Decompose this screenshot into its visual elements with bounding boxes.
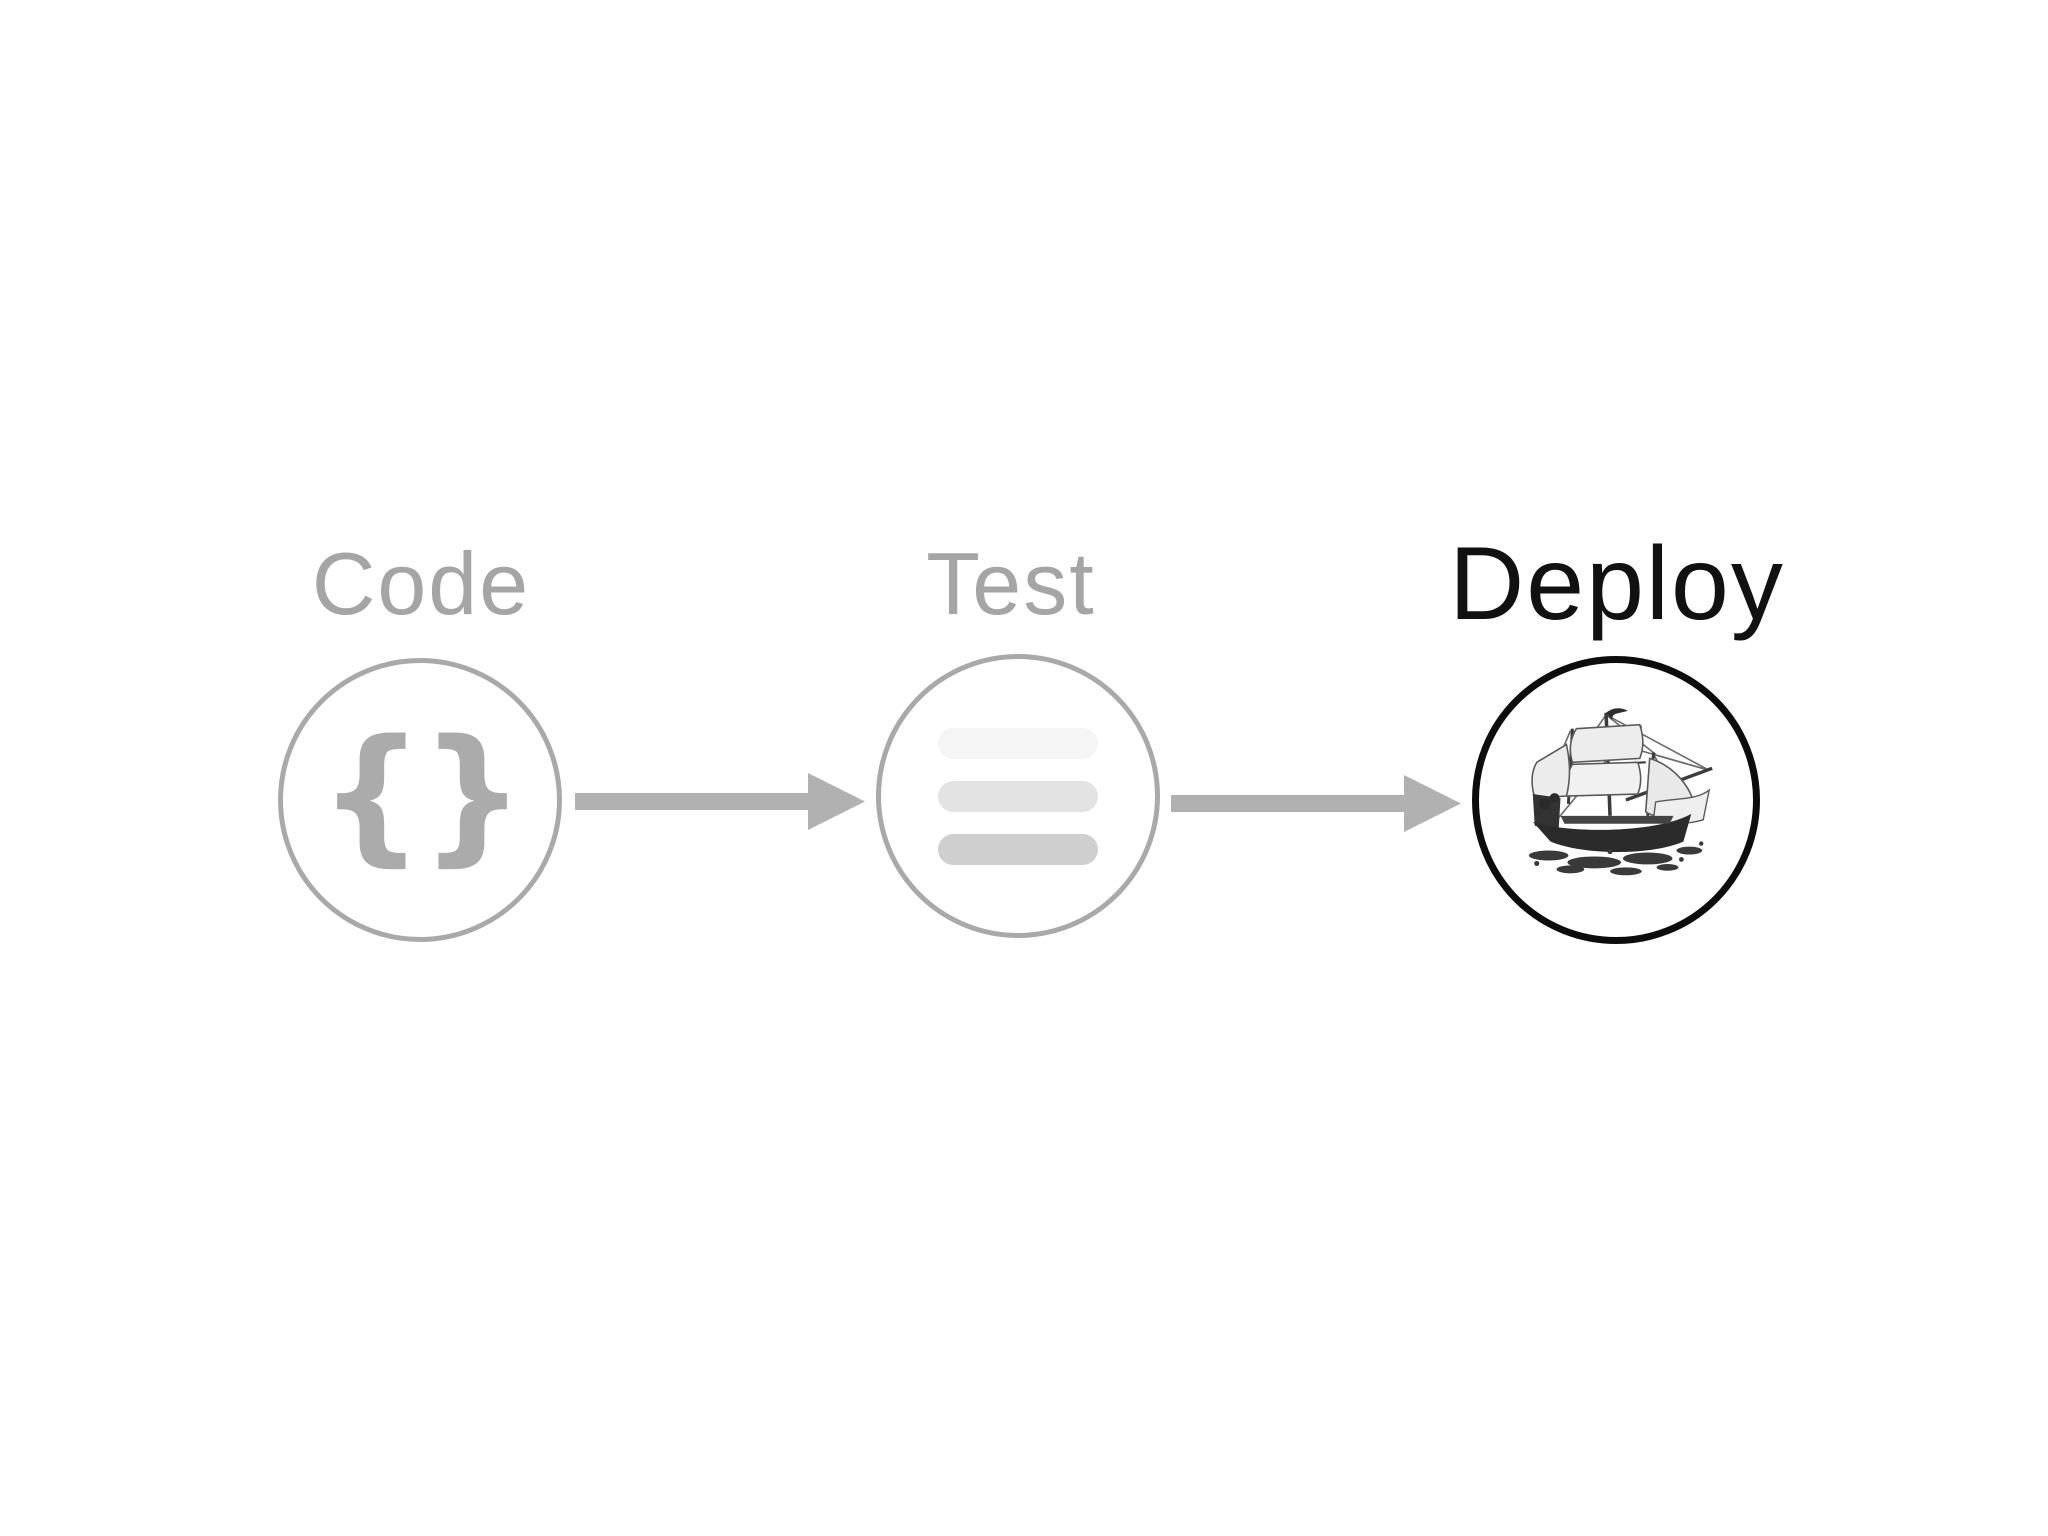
test-bar-3 <box>938 833 1098 865</box>
arrow-head-icon <box>1404 775 1461 832</box>
arrow-code-to-test <box>575 773 865 830</box>
arrow-shaft <box>575 793 812 810</box>
list-lines-icon <box>938 727 1098 865</box>
stage-label-deploy: Deploy <box>1449 526 1785 642</box>
arrow-shaft <box>1171 795 1408 812</box>
stage-label-code: Code <box>311 534 531 633</box>
stage-label-test: Test <box>926 534 1096 633</box>
arrow-head-icon <box>808 773 865 830</box>
stage-circle-code: {} <box>278 658 562 942</box>
test-bar-2 <box>938 780 1098 812</box>
stage-circle-deploy <box>1472 656 1760 944</box>
stage-circle-test <box>876 654 1160 938</box>
ship-icon <box>1528 708 1713 876</box>
braces-icon: {} <box>318 708 526 880</box>
arrow-test-to-deploy <box>1171 775 1461 832</box>
test-bar-1 <box>938 727 1098 759</box>
